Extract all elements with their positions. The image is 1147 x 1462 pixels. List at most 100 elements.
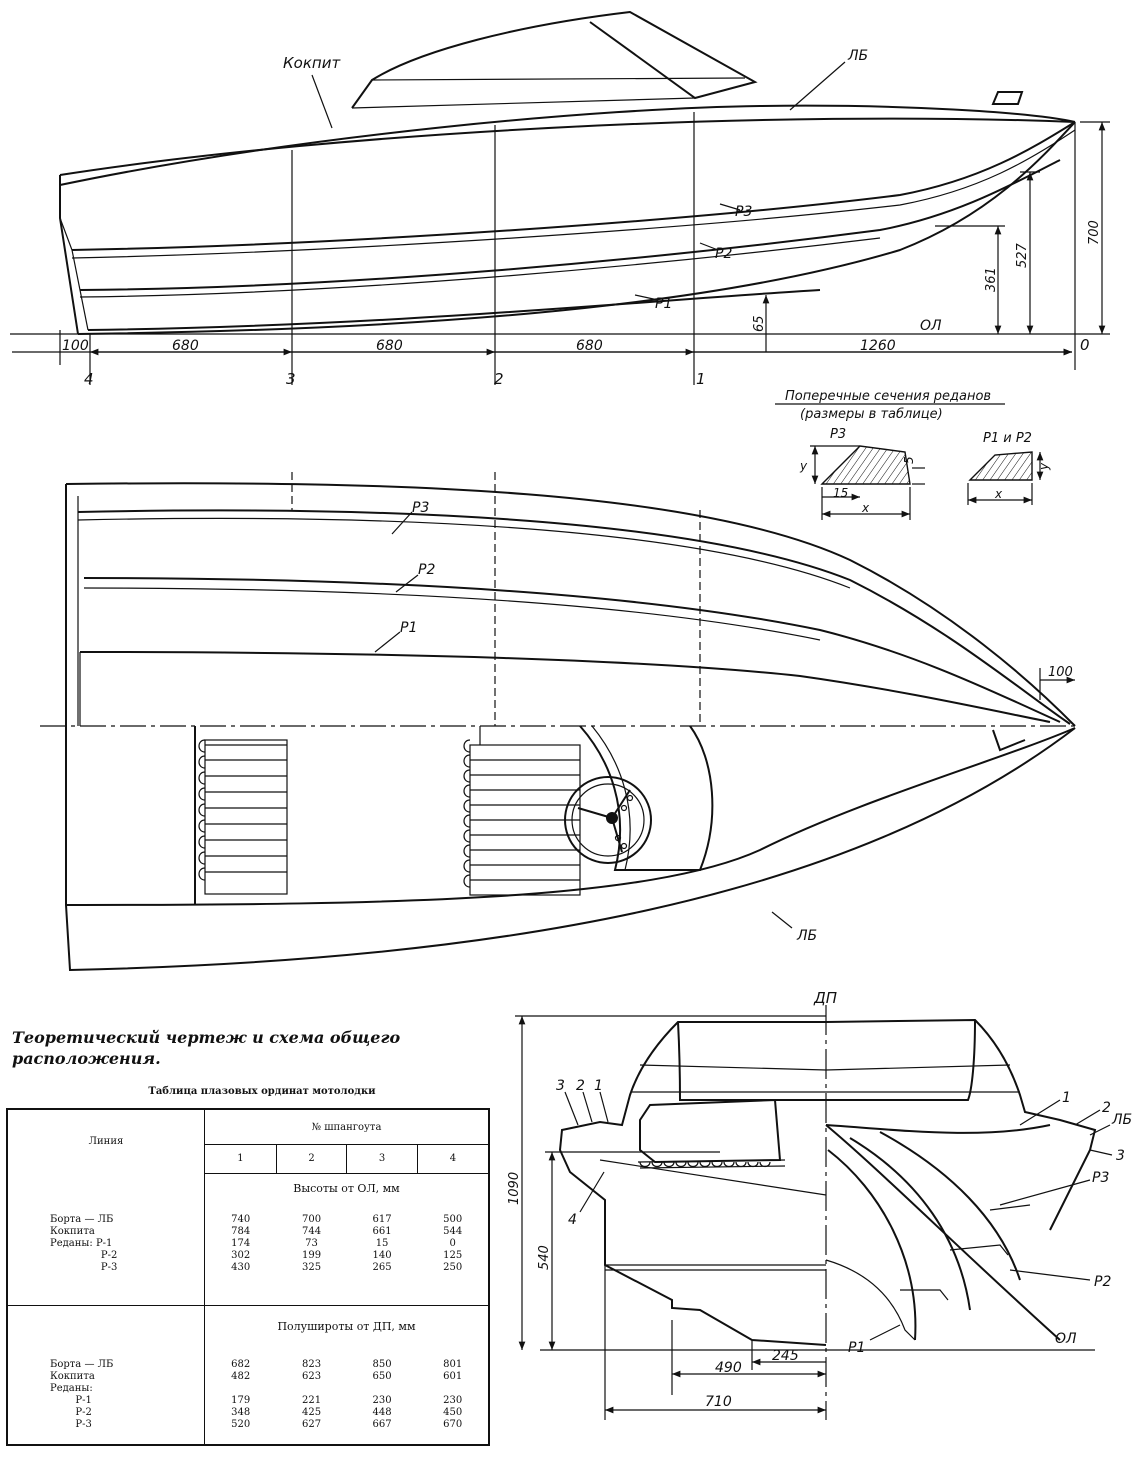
body-right-windshield — [826, 1019, 976, 1101]
body-left-outline — [558, 1021, 827, 1346]
halfwidths-frame-2: 823 623 221 425 627 — [301, 1359, 322, 1431]
plan-label-r2: Р2 — [418, 562, 435, 578]
section-r1r2-dim-y: у — [1037, 462, 1051, 471]
section-r3-shape — [820, 445, 911, 485]
body-right-keel — [825, 1124, 1061, 1341]
label-cockpit: Кокпит — [283, 54, 341, 72]
frame-1-header: 1 — [204, 1144, 277, 1174]
halfwidths-frame-3: 850 650 230 448 667 — [372, 1359, 392, 1431]
windshield — [351, 10, 758, 109]
dim-680-b: 680 — [376, 338, 403, 354]
body-label-r1: Р1 — [848, 1340, 865, 1356]
body-dim-245: 245 — [772, 1348, 799, 1364]
dim-1260: 1260 — [860, 338, 896, 354]
plan-step-r2 — [83, 577, 1061, 723]
label-ol: ОЛ — [920, 318, 942, 334]
body-left-1: 1 — [594, 1078, 603, 1094]
plan-dim-100: 100 — [1048, 665, 1073, 680]
step-r1-line — [87, 289, 821, 331]
halfwidths-frame-4: 801 601 230 450 670 — [443, 1359, 463, 1431]
sheer-line — [59, 117, 1076, 176]
body-right-deck — [825, 1124, 1051, 1134]
plan-bow-fitting — [992, 729, 1026, 752]
body-right-3: 3 — [1116, 1148, 1125, 1164]
frame-4-header: 4 — [416, 1144, 488, 1174]
section-r3-dim-15: 15 — [833, 486, 848, 500]
section-r1r2-dim-x: х — [994, 487, 1003, 501]
console — [579, 725, 714, 871]
dim-680-c: 680 — [576, 338, 603, 354]
body-left-chine — [599, 1159, 827, 1196]
plan-outline-lower — [65, 726, 1076, 972]
body-label-r2: Р2 — [1094, 1274, 1111, 1290]
body-dim-1090: 1090 — [507, 1172, 522, 1205]
body-left-3: 3 — [556, 1078, 565, 1094]
step-sections: Поперечные сечения реданов (размеры в та… — [775, 389, 1051, 520]
col-frame-header: № шпангоута — [204, 1110, 488, 1146]
offsets-table: Линия № шпангоута 1 2 3 4 Высоты от ОЛ, … — [6, 1108, 490, 1446]
plan-label-lb: ЛБ — [796, 928, 817, 944]
plan-label-r3: Р3 — [412, 500, 429, 516]
side-view: Кокпит ЛБ Р3 Р2 Р1 ОЛ 100 680 680 680 12… — [10, 10, 1110, 388]
heights-frame-1: 740 784 174 302 430 — [231, 1214, 251, 1274]
label-r1: Р1 — [655, 296, 672, 312]
dim-680-a: 680 — [172, 338, 199, 354]
plan-view: Р3 Р2 Р1 ЛБ 100 — [40, 472, 1080, 972]
body-dim-490: 490 — [715, 1360, 742, 1376]
section-halfwidths-title: Полуширoты от ДП, мм — [204, 1304, 488, 1347]
bow-fitting — [991, 91, 1024, 105]
caption-line-1: Теоретический чертеж и схема общего — [12, 1028, 401, 1047]
heights-row-labels: Борта — ЛБ Кокпита Реданы: Р-1 Р-2 Р-3 — [8, 1203, 205, 1286]
body-left-4: 4 — [568, 1212, 577, 1228]
rear-seat — [198, 739, 288, 895]
section-r1r2-label: Р1 и Р2 — [983, 431, 1032, 446]
halfwidths-row-labels: Борта — ЛБ Кокпита Реданы: Р-1 Р-2 Р-3 — [8, 1346, 205, 1444]
sections-title-1: Поперечные сечения реданов — [785, 389, 991, 404]
body-label-r3: Р3 — [1092, 1170, 1109, 1186]
col-line-header: Линия — [8, 1110, 205, 1174]
body-right-2: 2 — [1102, 1100, 1111, 1116]
front-seat — [463, 726, 581, 896]
dim-100: 100 — [62, 338, 89, 354]
transom-line — [59, 175, 79, 335]
body-left-windshield — [677, 1021, 826, 1101]
station-3-label: 3 — [286, 370, 296, 388]
heights-frame-3: 617 661 15 140 265 — [372, 1214, 392, 1274]
body-right-station-b — [849, 1137, 971, 1311]
body-label-dp: ДП — [813, 989, 837, 1007]
section-r3-label: Р3 — [830, 427, 846, 442]
dim-361: 361 — [984, 267, 999, 292]
sections-title-2: (размеры в таблице) — [800, 407, 943, 422]
body-right-station-a — [827, 1149, 917, 1341]
body-right-outline — [825, 1018, 1097, 1231]
station-1-label: 1 — [696, 370, 706, 388]
body-right-lb: ЛБ — [1111, 1112, 1132, 1128]
table-title: Таблица плазовых ординат мотолодки — [148, 1086, 376, 1097]
section-r1r2-shape — [968, 451, 1033, 481]
cockpit-line — [59, 104, 1076, 186]
body-plan: ДП 1090 540 490 245 710 3 2 1 4 1 2 ЛБ 3… — [507, 989, 1132, 1420]
station-4-label: 4 — [84, 370, 94, 388]
plan-outline-upper — [65, 482, 1076, 727]
steering-wheel — [564, 776, 652, 864]
body-dim-710: 710 — [705, 1394, 732, 1410]
label-lb: ЛБ — [847, 48, 868, 64]
dim-527: 527 — [1015, 242, 1030, 268]
halfwidths-frame-1: 682 482 179 348 520 — [231, 1359, 251, 1431]
dim-700: 700 — [1087, 220, 1102, 245]
plan-step-r3 — [77, 509, 1071, 725]
section-r3-dim-5: 5 — [902, 456, 916, 464]
station-2-label: 2 — [494, 370, 504, 388]
plan-step-r1 — [79, 651, 1051, 723]
label-r3: Р3 — [735, 204, 752, 220]
station-0-label: 0 — [1080, 336, 1090, 354]
step-r3-line — [71, 121, 1076, 251]
body-label-ol: ОЛ — [1055, 1331, 1077, 1347]
frame-3-header: 3 — [346, 1144, 418, 1174]
label-r2: Р2 — [715, 246, 732, 262]
caption-line-2: расположения. — [12, 1049, 161, 1068]
section-r3-dim-x: х — [861, 501, 870, 515]
section-r3-dim-y: у — [799, 459, 808, 473]
plan-label-r1: Р1 — [400, 620, 417, 636]
